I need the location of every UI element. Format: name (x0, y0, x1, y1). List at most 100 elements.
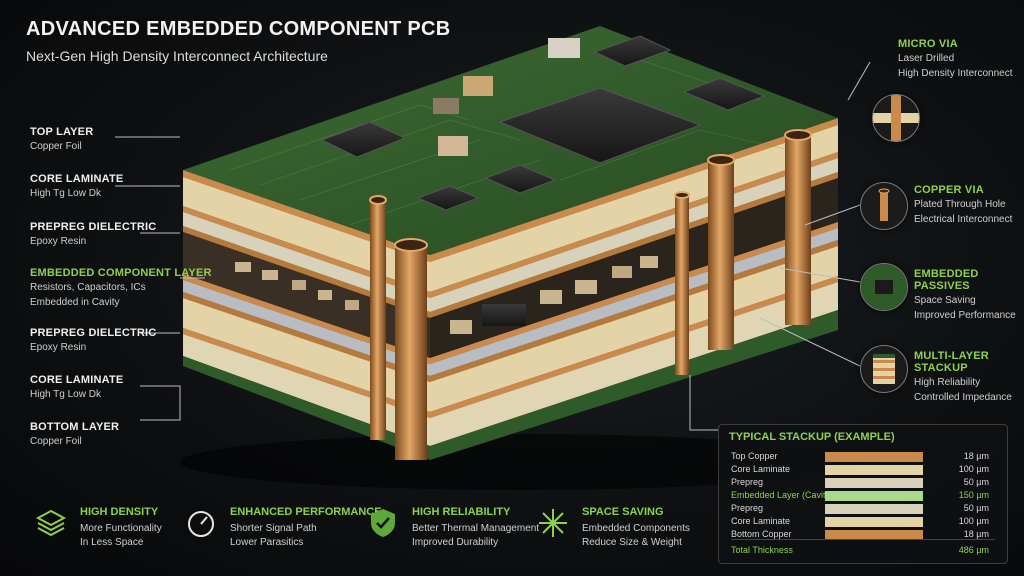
micro-via-detail-icon (872, 94, 920, 142)
top-surface (183, 26, 838, 255)
stackup-row: Prepreg 50 µm (731, 503, 999, 515)
label-line: Resistors, Capacitors, ICs (30, 282, 146, 293)
layer-thickness: 50 µm (963, 503, 989, 513)
layer-name: Core Laminate (731, 464, 791, 474)
label-line: High Reliability (914, 377, 981, 388)
feature-desc: Embedded Components Reduce Size & Weight (582, 522, 690, 550)
feature-line: Embedded Components (582, 523, 690, 534)
label-title: CORE LAMINATE (30, 173, 124, 185)
stackup-total: Total Thickness 486 µm (731, 545, 989, 555)
right-leader-lines (689, 61, 871, 431)
feature-title: SPACE SAVING (582, 506, 664, 518)
feature-line: Better Thermal Management (412, 523, 540, 534)
layer-thickness: 100 µm (958, 464, 989, 474)
label-line: Plated Through Hole (914, 199, 1006, 210)
label-line: Epoxy Resin (30, 236, 87, 247)
feature-line: Shorter Signal Path (230, 523, 317, 534)
layer-thickness: 18 µm (963, 451, 989, 461)
stackup-divider (731, 539, 995, 540)
layer-swatch (825, 491, 923, 501)
label-line: Epoxy Resin (30, 342, 87, 353)
label-title: MULTI-LAYER STACKUP (914, 350, 989, 374)
label-line: Copper Foil (30, 141, 82, 152)
label-micro-via: MICRO VIA Laser Drilled High Density Int… (898, 38, 1013, 80)
feature-desc: More Functionality In Less Space (80, 522, 162, 550)
layer-swatch (825, 465, 923, 475)
stackup-row: Top Copper 18 µm (731, 451, 999, 463)
label-prepreg-top: PREPREG DIELECTRIC Epoxy Resin (30, 221, 156, 248)
label-line: High Tg Low Dk (30, 188, 101, 199)
label-line: High Density Interconnect (898, 68, 1013, 79)
label-title: PREPREG DIELECTRIC (30, 221, 157, 233)
label-multilayer-stackup: MULTI-LAYER STACKUP High Reliability Con… (914, 350, 1024, 404)
gauge-icon (188, 511, 214, 537)
side-stack (430, 118, 838, 460)
label-bottom-layer: BOTTOM LAYER Copper Foil (30, 421, 119, 448)
stackup-row: Prepreg 50 µm (731, 477, 999, 489)
feature-line: Lower Parasitics (230, 537, 304, 548)
label-top-layer: TOP LAYER Copper Foil (30, 126, 93, 153)
label-line: Improved Performance (914, 310, 1016, 321)
feature-line: More Functionality (80, 523, 162, 534)
label-title: PREPREG DIELECTRIC (30, 327, 157, 339)
layer-name: Prepreg (731, 503, 764, 513)
layer-thickness: 150 µm (958, 490, 989, 500)
label-title: MICRO VIA (898, 38, 958, 50)
label-line: Space Saving (914, 295, 976, 306)
stackup-row-embedded: Embedded Layer (Cavity) 150 µm (731, 490, 999, 502)
feature-line: Improved Durability (412, 537, 499, 548)
label-title: CORE LAMINATE (30, 374, 124, 386)
layer-thickness: 18 µm (963, 529, 989, 539)
feature-title: ENHANCED PERFORMANCE (230, 506, 382, 518)
snowflake-icon (539, 509, 567, 537)
board-shadow (180, 434, 860, 490)
feature-line: In Less Space (80, 537, 144, 548)
label-line: Controlled Impedance (914, 392, 1012, 403)
page-subtitle: Next-Gen High Density Interconnect Archi… (26, 48, 328, 64)
feature-title: HIGH RELIABILITY (412, 506, 511, 518)
stackup-row: Bottom Copper 18 µm (731, 529, 999, 541)
layer-swatch (825, 517, 923, 527)
stackup-title: TYPICAL STACKUP (EXAMPLE) (729, 431, 895, 443)
label-line: High Tg Low Dk (30, 389, 101, 400)
label-core-laminate-top: CORE LAMINATE High Tg Low Dk (30, 173, 123, 200)
label-title: EMBEDDED COMPONENT LAYER (30, 267, 212, 279)
vias (369, 129, 812, 460)
page-title: ADVANCED EMBEDDED COMPONENT PCB (26, 18, 451, 40)
label-line: Laser Drilled (898, 53, 955, 64)
label-embedded-layer: EMBEDDED COMPONENT LAYER Resistors, Capa… (30, 267, 212, 309)
label-line: Electrical Interconnect (914, 214, 1013, 225)
label-title: COPPER VIA (914, 184, 984, 196)
feature-line: Reduce Size & Weight (582, 537, 682, 548)
embedded-components-side (450, 256, 658, 334)
left-leader-lines (115, 136, 205, 421)
label-line: Embedded in Cavity (30, 297, 120, 308)
embedded-passives-detail-icon (860, 263, 908, 311)
layer-name: Prepreg (731, 477, 764, 487)
label-title: EMBEDDED PASSIVES (914, 268, 979, 292)
feature-desc: Better Thermal Management Improved Durab… (412, 522, 539, 550)
layer-swatch (825, 452, 923, 462)
copper-via-detail-icon (860, 182, 908, 230)
label-copper-via: COPPER VIA Plated Through Hole Electrica… (914, 184, 1012, 226)
layer-swatch (825, 530, 923, 540)
label-embedded-passives: EMBEDDED PASSIVES Space Saving Improved … (914, 268, 1024, 322)
layer-name: Core Laminate (731, 516, 791, 526)
embedded-components-front (235, 262, 359, 310)
layer-thickness: 50 µm (963, 477, 989, 487)
label-core-laminate-bottom: CORE LAMINATE High Tg Low Dk (30, 374, 123, 401)
feature-title: HIGH DENSITY (80, 506, 159, 518)
layer-name: Bottom Copper (731, 529, 792, 539)
layer-name: Embedded Layer (Cavity) (731, 490, 834, 500)
layer-thickness: 100 µm (958, 516, 989, 526)
stackup-table: TYPICAL STACKUP (EXAMPLE) Top Copper 18 … (718, 424, 1008, 564)
layer-swatch (825, 504, 923, 514)
feature-desc: Shorter Signal Path Lower Parasitics (230, 522, 317, 550)
label-title: BOTTOM LAYER (30, 421, 120, 433)
top-components (320, 35, 766, 211)
layer-swatch (825, 478, 923, 488)
label-prepreg-bottom: PREPREG DIELECTRIC Epoxy Resin (30, 327, 156, 354)
label-line: Copper Foil (30, 436, 82, 447)
front-stack (183, 170, 430, 460)
